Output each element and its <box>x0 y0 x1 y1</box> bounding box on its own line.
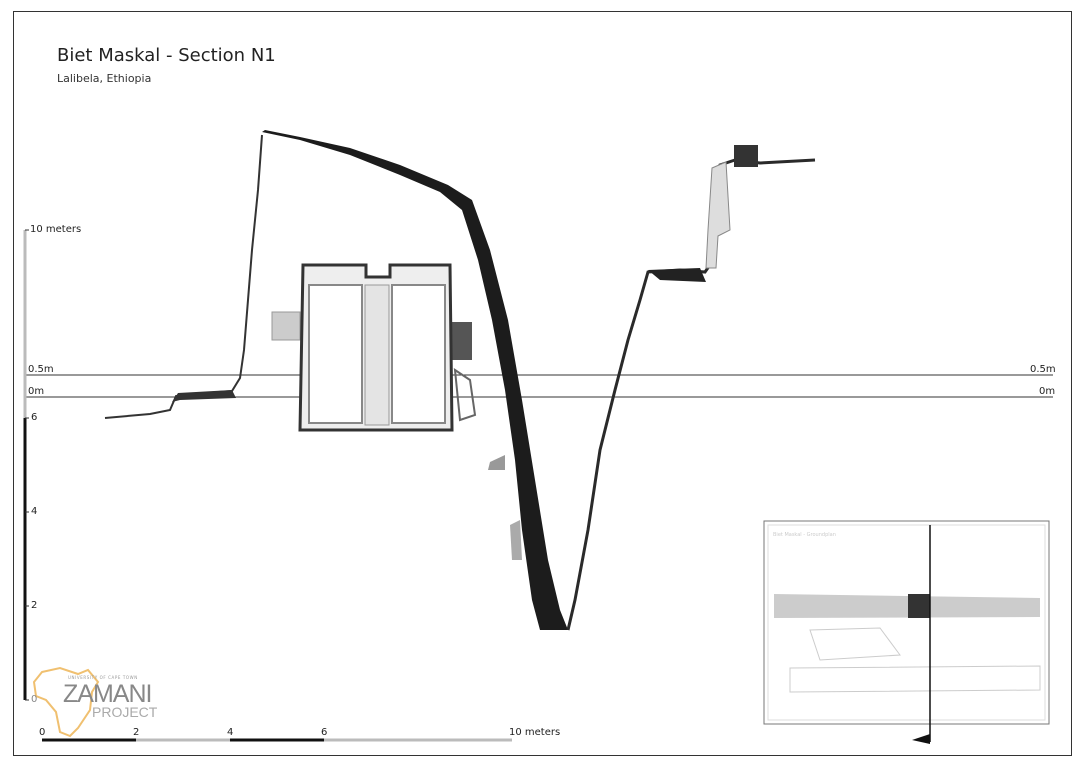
inset-groundplan-map[interactable] <box>763 520 1050 744</box>
reference-label-0-5m-right: 0.5m <box>1030 364 1056 375</box>
debris-fragment <box>510 520 522 560</box>
horizontal-tick-6: 6 <box>321 727 328 738</box>
logo-project-text: PROJECT <box>92 704 158 720</box>
vertical-tick-2: 2 <box>31 600 38 611</box>
horizontal-scale-label: 10 meters <box>509 727 561 738</box>
vertical-scale-bar <box>23 229 29 701</box>
reference-label-0m-right: 0m <box>1039 386 1056 397</box>
right-terrain-mass <box>648 268 706 282</box>
vertical-tick-4: 4 <box>31 506 38 517</box>
church-section <box>271 263 477 432</box>
horizontal-tick-2: 2 <box>133 727 140 738</box>
reference-label-0-5m-left: 0.5m <box>28 364 54 375</box>
horizontal-tick-0: 0 <box>39 727 46 738</box>
upper-structure <box>734 145 758 167</box>
inset-map-title: Biet Maskal - Groundplan <box>773 532 836 538</box>
africa-logo-icon <box>32 666 100 738</box>
vertical-tick-6: 6 <box>31 412 38 423</box>
debris-fragment <box>488 455 505 470</box>
section-direction-arrow-icon <box>912 734 930 744</box>
logo-university-text: UNIVERSITY OF CAPE TOWN <box>68 675 138 680</box>
reference-label-0m-left: 0m <box>28 386 45 397</box>
vertical-tick-0: 0 <box>31 694 38 705</box>
logo-zamani-text: ZAMANI <box>63 680 152 708</box>
drawing-subtitle: Lalibela, Ethiopia <box>57 72 152 85</box>
vertical-scale-label: 10 meters <box>30 224 82 235</box>
left-terrain-profile <box>104 134 263 419</box>
left-terrain-mass <box>172 390 236 402</box>
rock-cut-section-dark <box>262 130 568 630</box>
drawing-title: Biet Maskal - Section N1 <box>57 45 276 66</box>
stepped-wall <box>705 161 731 269</box>
drawing-frame <box>13 11 1072 756</box>
horizontal-tick-4: 4 <box>227 727 234 738</box>
